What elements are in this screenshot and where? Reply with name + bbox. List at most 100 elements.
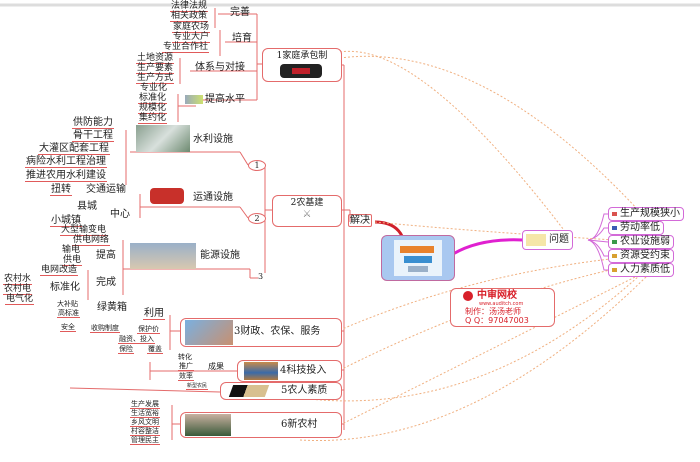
- branch1-item[interactable]: 生产方式: [136, 73, 175, 84]
- branch4-node[interactable]: 4科技投入: [237, 360, 342, 382]
- transport-item[interactable]: 中心: [110, 209, 130, 220]
- wind-energy-image: [130, 243, 196, 269]
- tech-image: [244, 362, 278, 380]
- energy-item[interactable]: 供电: [62, 255, 83, 266]
- logo-icon: [463, 291, 473, 301]
- water-item[interactable]: 骨干工程: [72, 130, 114, 142]
- bullet-icon: [612, 267, 617, 272]
- solve-node[interactable]: 解决: [348, 214, 372, 227]
- problem-node[interactable]: 问题: [522, 230, 573, 250]
- transport-item[interactable]: 小城镇: [50, 215, 82, 227]
- branch1-group-label[interactable]: 提高水平: [205, 94, 245, 105]
- problem-item[interactable]: 人力素质低: [608, 263, 674, 277]
- branch6-node[interactable]: 6新农村: [180, 412, 342, 438]
- problem-item[interactable]: 劳动率低: [608, 221, 664, 235]
- energy-item[interactable]: 电气化: [5, 294, 35, 305]
- energy-group[interactable]: 标准化: [50, 282, 80, 293]
- water-item[interactable]: 大灌区配套工程: [38, 143, 110, 155]
- branch1-group-label[interactable]: 完善: [230, 7, 250, 18]
- central-image-node[interactable]: [381, 235, 455, 281]
- branch6-title: 6新农村: [281, 419, 318, 430]
- water-item[interactable]: 病险水利工程治理: [25, 156, 107, 168]
- branch1-item[interactable]: 专业大户: [172, 32, 211, 43]
- energy-item[interactable]: 输电: [62, 245, 81, 255]
- finance-item[interactable]: 融资、投入: [118, 335, 155, 344]
- finance-item[interactable]: 保护价: [137, 325, 160, 334]
- branch1-group-label[interactable]: 培育: [232, 33, 252, 44]
- problem-item[interactable]: 农业设施弱: [608, 235, 674, 249]
- sub-label[interactable]: 水利设施: [193, 134, 233, 145]
- sub-number-1: 1: [248, 160, 266, 171]
- branch1-item[interactable]: 标准化: [138, 93, 168, 104]
- finance-item[interactable]: 利用: [143, 308, 165, 320]
- branch1-item[interactable]: 法律法规: [170, 1, 209, 12]
- village-item[interactable]: 生产发展: [130, 400, 160, 409]
- transport-item[interactable]: 县城: [77, 201, 97, 212]
- branch3-node[interactable]: 3财政、农保、服务: [180, 318, 342, 347]
- bag-image: [280, 64, 322, 78]
- bullet-icon: [612, 253, 617, 258]
- energy-item[interactable]: 大型输变电: [60, 225, 108, 236]
- improve-image: [185, 95, 203, 104]
- logo-brand: 中审网校: [477, 290, 517, 301]
- tech-item[interactable]: 推广: [178, 362, 194, 371]
- branch2-title: 2农基建: [290, 198, 324, 208]
- sub-label[interactable]: 运通设施: [193, 192, 233, 203]
- logo-box: 中审网校 www.auditch.com 制作：汤汤老师 Q Q：9704700…: [450, 288, 555, 327]
- finance-subitem: 大补贴: [57, 300, 78, 308]
- finance-item[interactable]: 保险: [118, 345, 134, 354]
- finance-item[interactable]: 大补贴: [57, 300, 78, 308]
- energy-group[interactable]: 完成: [96, 277, 116, 288]
- bullet-icon: [612, 225, 617, 230]
- tech-result[interactable]: 成果: [208, 362, 224, 371]
- finance-item[interactable]: 安全: [60, 323, 76, 332]
- finance-item[interactable]: 高标准: [57, 309, 80, 318]
- problem-item[interactable]: 生产规模狭小: [608, 207, 684, 221]
- finance-item[interactable]: 绿黄箱: [97, 302, 127, 313]
- branch1-group-label[interactable]: 体系与对接: [195, 62, 245, 73]
- branch1-item[interactable]: 专业合作社: [162, 42, 210, 53]
- water-item[interactable]: 供防能力: [72, 117, 114, 129]
- village-item[interactable]: 村容整洁: [130, 427, 160, 436]
- branch5-node[interactable]: 5农人素质: [220, 382, 342, 400]
- branch1-node[interactable]: 1家庭承包制: [262, 48, 342, 82]
- logo-qq: Q Q：97047003: [465, 316, 529, 325]
- finance-item[interactable]: 收购制度: [90, 324, 120, 333]
- energy-item[interactable]: 供电网络: [72, 235, 111, 246]
- energy-item[interactable]: 电网改造: [40, 265, 79, 276]
- branch1-item[interactable]: 专业化: [140, 83, 168, 93]
- branch1-item[interactable]: 规模化: [138, 103, 168, 114]
- quality-item[interactable]: 新型农民: [186, 383, 209, 390]
- signpost-image: [394, 240, 442, 276]
- finance-image: [185, 320, 233, 345]
- tech-item[interactable]: 转化: [178, 353, 192, 361]
- branch2-node[interactable]: 2农基建 ⚔: [272, 195, 342, 227]
- branch1-item[interactable]: 生产要素: [136, 63, 175, 74]
- problem-item[interactable]: 资源受约束: [608, 249, 674, 263]
- branch4-title: 4科技投入: [280, 365, 327, 376]
- energy-item[interactable]: 农村电: [3, 284, 33, 295]
- tech-item[interactable]: 效率: [178, 372, 194, 381]
- branch1-item[interactable]: 家庭农场: [172, 22, 211, 33]
- finance-item[interactable]: 覆盖: [147, 345, 163, 354]
- transport-item[interactable]: 交通运输: [86, 184, 126, 195]
- problem-label: 问题: [549, 234, 569, 245]
- problem-image: [526, 234, 546, 246]
- energy-group[interactable]: 提高: [96, 250, 116, 261]
- water-item[interactable]: 推进农用水利建设: [25, 170, 107, 182]
- branch1-item[interactable]: 集约化: [138, 113, 168, 124]
- book-image: [228, 385, 270, 397]
- truck-image: [150, 188, 184, 204]
- sub-label[interactable]: 能源设施: [200, 250, 240, 261]
- bullet-icon: [612, 239, 617, 244]
- transport-item[interactable]: 扭转: [50, 184, 72, 196]
- branch1-item[interactable]: 土地资源: [136, 53, 175, 64]
- village-item[interactable]: 乡风文明: [130, 418, 160, 427]
- village-item[interactable]: 管理民主: [130, 436, 160, 445]
- village-item[interactable]: 生活宽裕: [130, 409, 160, 418]
- branch1-item[interactable]: 相关政策: [170, 11, 209, 22]
- energy-item[interactable]: 农村水: [3, 274, 33, 285]
- sub-number-3: 3: [258, 272, 264, 281]
